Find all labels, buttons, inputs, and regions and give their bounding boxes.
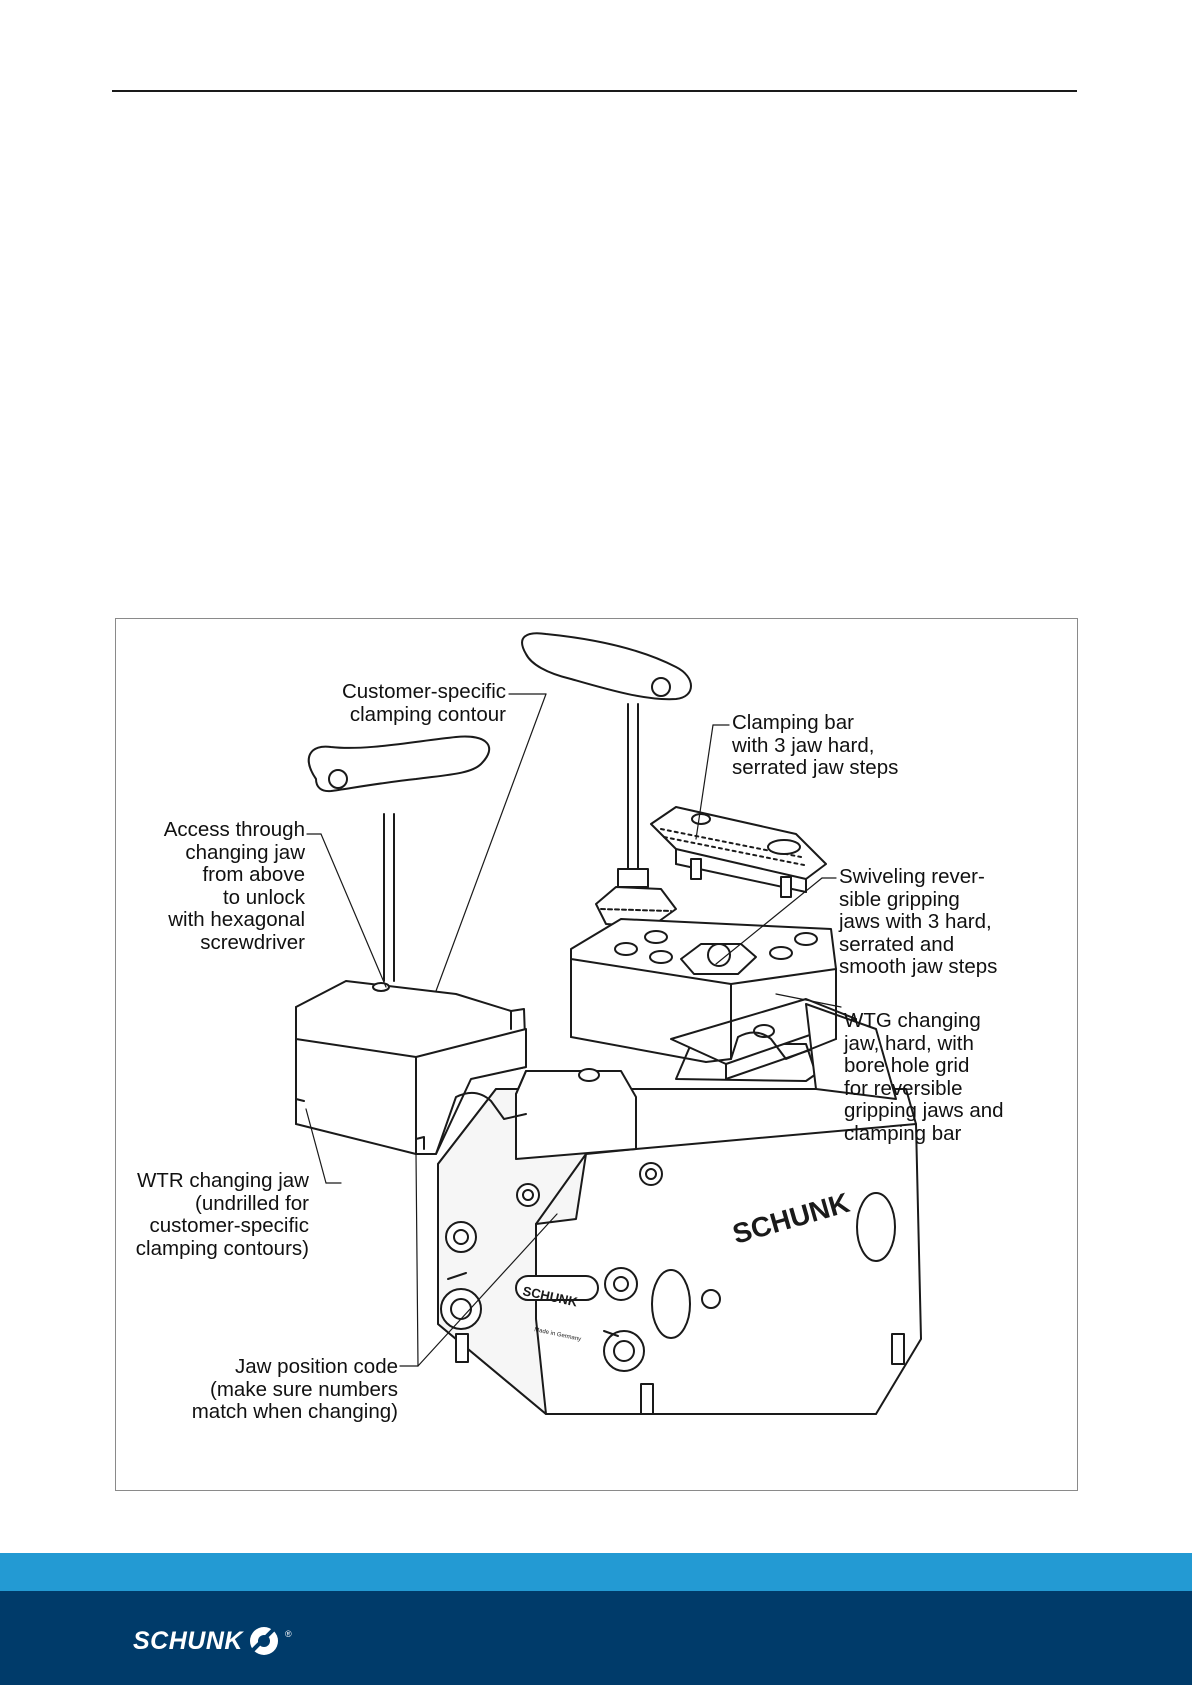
footer-logo: SCHUNK ®: [133, 1619, 292, 1663]
left-screwdriver: [307, 735, 491, 982]
label-access: Access through changing jaw from above t…: [163, 818, 305, 954]
right-screwdriver: [521, 632, 692, 928]
label-swiveling-jaws: Swiveling rever- sible gripping jaws wit…: [839, 865, 998, 979]
footer-stripe: [0, 1553, 1192, 1591]
product-illustration: SCHUNK SCHUNK Made in Germany: [295, 632, 922, 1415]
label-customer-contour: Customer-specific clamping contour: [341, 680, 506, 726]
label-wtr-jaw: WTR changing jaw (undrilled for customer…: [135, 1169, 309, 1260]
wtr-changing-jaw: [295, 980, 527, 1155]
label-jaw-position-code: Jaw position code (make sure numbers mat…: [191, 1355, 398, 1424]
footer-logo-reg: ®: [284, 1629, 292, 1639]
vise-base: [437, 998, 922, 1415]
footer-logo-text: SCHUNK: [133, 1626, 243, 1655]
leader-lines: [305, 693, 842, 1367]
schunk-swirl-icon: [249, 1626, 278, 1655]
product-figure: SCHUNK SCHUNK Made in Germany: [115, 618, 1078, 1491]
label-clamping-bar: Clamping bar with 3 jaw hard, serrated j…: [732, 711, 899, 780]
label-wtg-jaw: WTG changing jaw, hard, with bore hole g…: [844, 1009, 1004, 1145]
clamping-bar: [650, 806, 827, 898]
footer-band: [0, 1591, 1192, 1685]
header-rule: [112, 90, 1077, 92]
wtg-changing-jaw: [570, 918, 837, 1063]
